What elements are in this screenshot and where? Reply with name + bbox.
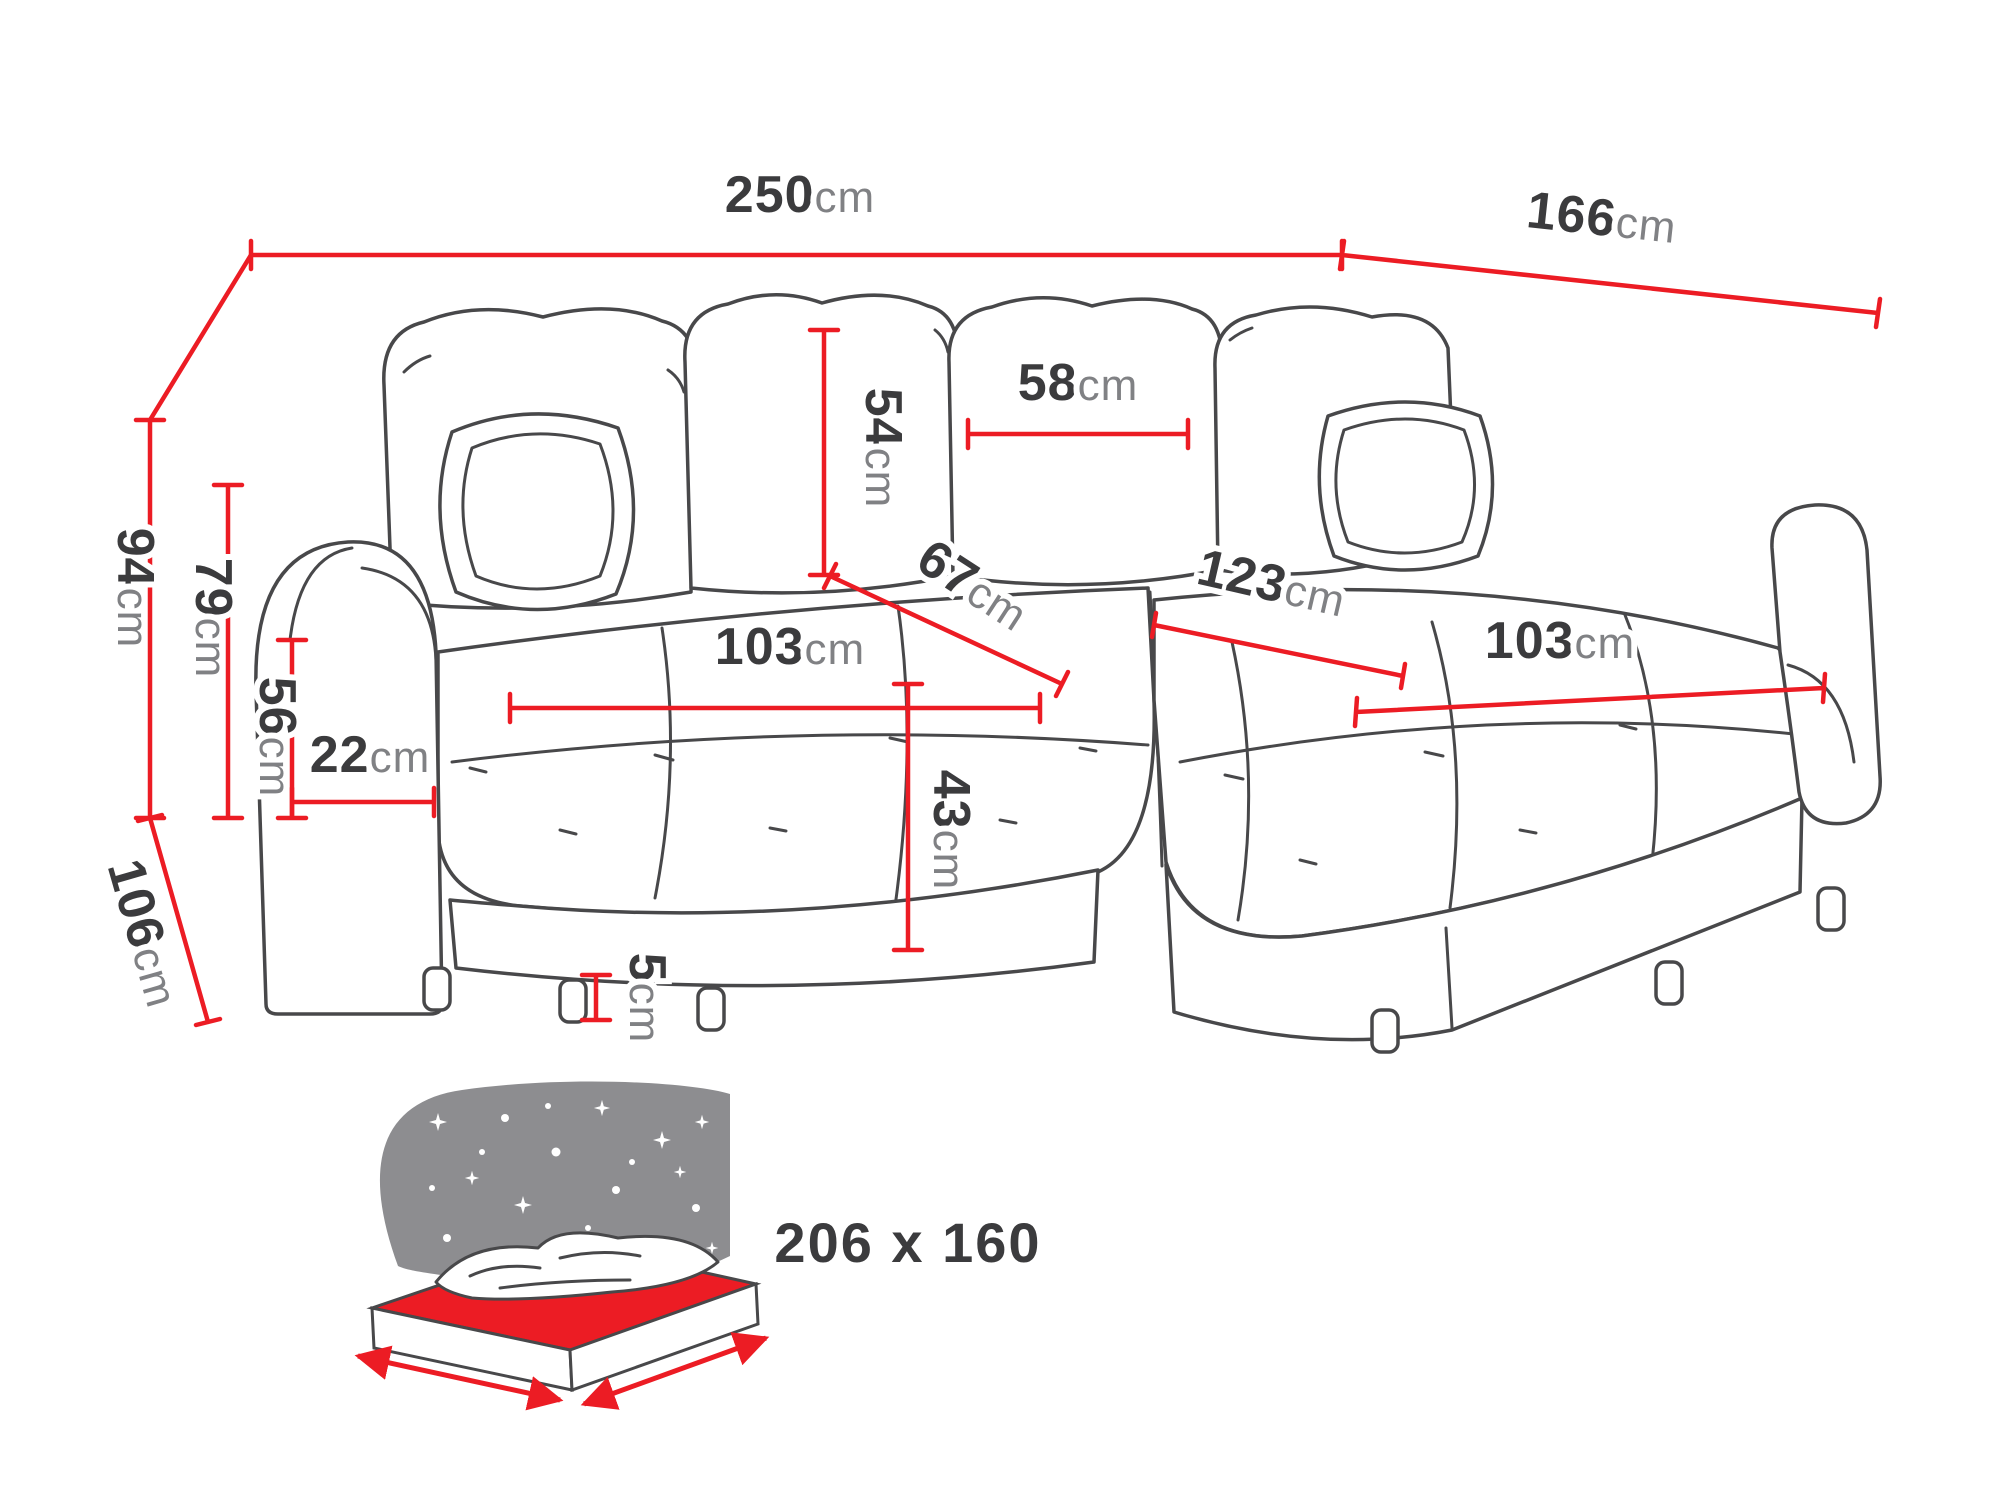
pillow-left — [438, 412, 636, 612]
dim-back-cushion-height-line — [807, 327, 841, 578]
chaise-base-crease — [1444, 926, 1454, 1030]
sofa-legs — [422, 886, 1846, 1054]
pillow-right-piping — [1334, 417, 1476, 555]
pillow-right — [1317, 400, 1495, 572]
sofa-leg — [558, 978, 588, 1024]
sofa-leg — [422, 966, 452, 1012]
chaise-dimples — [1223, 723, 1638, 866]
dim-seat-width-right-label: 103cm — [1485, 612, 1635, 670]
dim-side-depth-label: 106cm — [96, 853, 193, 1014]
pillow-left-piping — [461, 432, 615, 591]
dim-seat-depth-line — [821, 561, 1071, 699]
sofa-leg — [1654, 960, 1684, 1006]
sofa-drawing — [254, 293, 1882, 1054]
duvet-folds — [468, 1250, 642, 1290]
armrest-left-roll — [288, 546, 438, 662]
dim-side-depth-line — [135, 812, 223, 1028]
dim-backrest-height-label: 79cm — [184, 558, 242, 679]
chaise-base — [1164, 796, 1804, 1042]
armrest-right — [1770, 503, 1882, 826]
dim-backrest-height-line — [211, 482, 245, 821]
cushion-wrinkles — [402, 326, 1254, 394]
dim-seat-width-left-line — [507, 691, 1043, 725]
dim-armrest-height-label: 56cm — [248, 677, 306, 798]
armrest-right-body — [1770, 503, 1882, 826]
dimension-lines — [133, 238, 1883, 1028]
dim-total-width-label: 250cm — [725, 166, 875, 224]
dim-back-cushion-width-label: 58cm — [1018, 354, 1139, 412]
duvet — [434, 1231, 720, 1301]
dim-chaise-length-line — [1149, 610, 1408, 691]
dim-total-depth-line — [1337, 238, 1883, 330]
armrest-left-body — [254, 540, 444, 1016]
dim-back-cushion-height-label: 54cm — [854, 388, 912, 509]
back-cushion — [683, 293, 960, 595]
dim-seat-width-right-line — [1352, 671, 1828, 729]
dim-back-cushion-width-line — [965, 417, 1191, 451]
dim-total-depth-label: 166cm — [1524, 181, 1680, 255]
dim-seat-height-label: 43cm — [922, 770, 980, 891]
back-cushion — [947, 296, 1224, 587]
chaise-tufting — [1178, 613, 1814, 922]
length-arrow — [580, 1332, 770, 1410]
dim-total-width-line — [248, 238, 1345, 272]
dim-armrest-width-line — [289, 785, 437, 819]
width-arrow — [354, 1345, 564, 1411]
dim-leg-height-label: 5cm — [618, 953, 676, 1044]
armrest-left — [254, 540, 444, 1016]
sofa-leg — [1816, 886, 1846, 932]
throw-pillows — [438, 400, 1495, 612]
seat-left-dimples — [468, 736, 1098, 836]
base-left — [448, 868, 1100, 988]
sleeping-area-size-label: 206 x 160 — [774, 1211, 1041, 1274]
dim-armrest-width-label: 22cm — [310, 726, 431, 784]
dim-seat-width-left-label: 103cm — [715, 618, 865, 676]
dim-leg-height-line — [579, 972, 613, 1023]
dim-seat-height-line — [891, 681, 925, 953]
sofa-leg — [1370, 1008, 1400, 1054]
armrest-right-roll — [1786, 663, 1856, 764]
dim-total-height-label: 94cm — [106, 528, 164, 649]
sleeping-area-icon — [354, 1081, 770, 1411]
sofa-leg — [696, 986, 726, 1032]
stars — [429, 1099, 719, 1266]
dim-corner-connector-line — [147, 252, 254, 423]
